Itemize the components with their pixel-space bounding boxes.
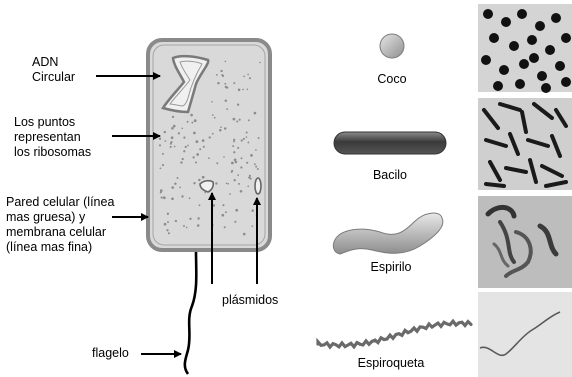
spirillum-shape	[333, 213, 443, 254]
label-coccus: Coco	[352, 72, 432, 87]
bacterial-cell	[148, 40, 270, 250]
label-flagellum: flagelo	[92, 346, 129, 361]
coccus-shape	[380, 34, 404, 58]
label-spirochete: Espiroqueta	[336, 356, 446, 371]
spirochete-shape	[318, 321, 471, 347]
label-plasmids: plásmidos	[222, 293, 278, 308]
label-dna: ADN Circular	[32, 55, 75, 85]
micrograph-bacillus	[478, 98, 572, 190]
label-bacillus: Bacilo	[350, 168, 430, 183]
label-ribosomes: Los puntos representan los ribosomas	[14, 115, 91, 160]
micrograph-spirochete	[478, 292, 572, 377]
flagellum	[185, 252, 196, 374]
micrograph-coccus	[478, 4, 572, 93]
micrograph-spirillum	[478, 196, 572, 288]
cell-wall	[148, 40, 270, 250]
plasmid-oval	[255, 178, 261, 194]
label-wall-membrane: Pared celular (línea mas gruesa) y membr…	[6, 195, 114, 255]
bacillus-shape	[334, 132, 446, 154]
label-spirillum: Espirilo	[346, 260, 436, 275]
